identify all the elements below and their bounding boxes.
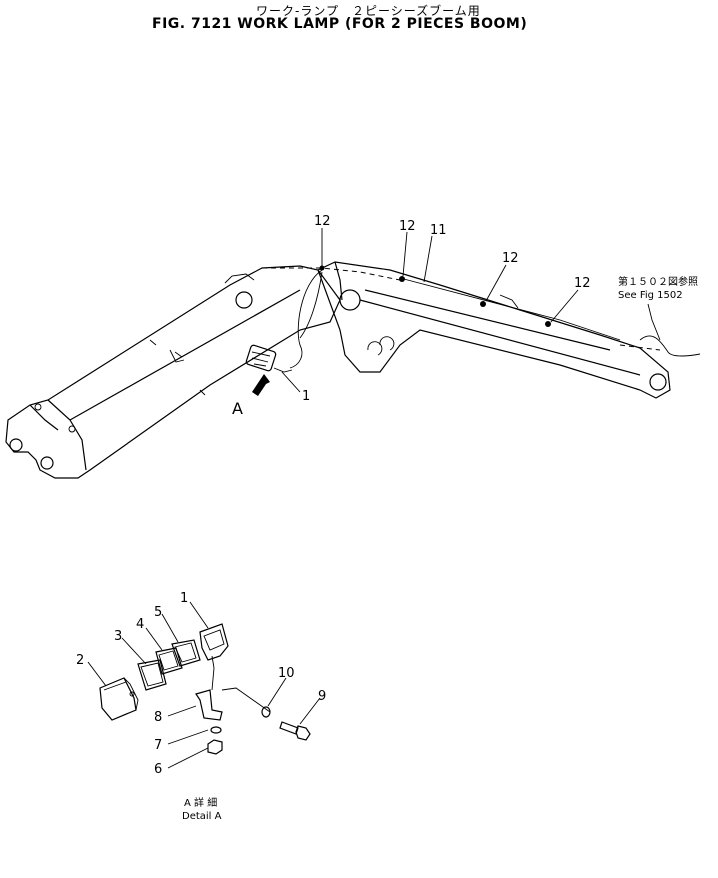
callout-1-boom: 1 [302, 389, 310, 404]
figure-title: FIG. 7121 WORK LAMP (FOR 2 PIECES BOOM) [152, 16, 528, 32]
boom-assembly [5, 261, 701, 479]
detail-callout-1: 1 [180, 591, 188, 606]
work-lamp-mounted [245, 344, 293, 373]
detail-a-caption: Detail A [182, 811, 222, 822]
part-1-lamp-housing [199, 623, 229, 669]
callout-12-d: 12 [574, 276, 591, 291]
detail-callout-7: 7 [154, 738, 162, 753]
detail-callout-4: 4 [136, 617, 144, 632]
part-10-washer [261, 706, 271, 718]
part-7-washer [210, 726, 222, 734]
detail-callout-3: 3 [114, 629, 122, 644]
detail-callout-8: 8 [154, 710, 162, 725]
view-a-label: A [232, 399, 243, 418]
detail-callout-5: 5 [154, 605, 162, 620]
part-2-lamp-body [99, 677, 139, 721]
callout-12-a: 12 [314, 214, 331, 229]
detail-callout-2: 2 [76, 653, 84, 668]
figure-title-japanese: ワーク-ランプ ２ピーシーズブーム用 [256, 4, 481, 18]
see-fig-note: See Fig 1502 [618, 290, 683, 301]
callout-11: 11 [430, 223, 447, 238]
detail-callout-10: 10 [278, 666, 295, 681]
detail-a-exploded-view [99, 623, 311, 755]
part-9-bolt [279, 721, 311, 741]
view-arrow-icon [252, 374, 270, 396]
part-6-nut [207, 739, 223, 755]
callout-12-b: 12 [399, 219, 416, 234]
part-3-gasket [137, 659, 167, 691]
detail-callout-6: 6 [154, 762, 162, 777]
detail-a-caption-japanese: A 詳 細 [184, 796, 217, 809]
part-5-rim [171, 639, 201, 667]
part-4-lens [155, 647, 183, 675]
part-8-bracket [195, 689, 223, 721]
callout-12-c: 12 [502, 251, 519, 266]
see-fig-note-japanese: 第１５０２図参照 [618, 275, 698, 288]
detail-callout-9: 9 [318, 689, 326, 704]
